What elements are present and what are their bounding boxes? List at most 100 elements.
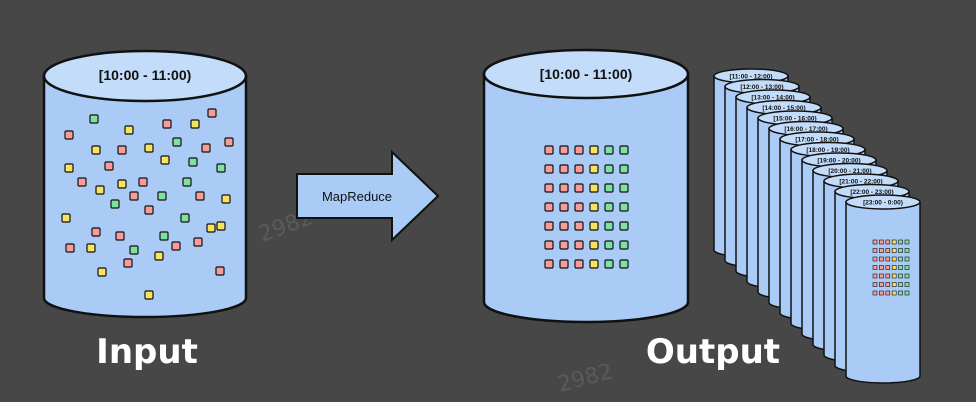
input-point <box>144 205 154 215</box>
output-grid-cell <box>619 202 629 212</box>
input-point <box>180 213 190 223</box>
output-grid-cell <box>559 145 569 155</box>
partition-grid-cell <box>898 290 903 296</box>
input-point <box>104 161 114 171</box>
output-grid-cell <box>574 183 584 193</box>
partition-cylinder-label: [11:00 - 12:00) <box>730 74 773 81</box>
input-point <box>91 145 101 155</box>
mapreduce-label: MapReduce <box>322 189 392 204</box>
partition-grid-cell <box>904 265 910 270</box>
partition-grid-cell <box>872 256 878 262</box>
input-point <box>224 137 234 147</box>
output-grid-cell <box>619 240 629 250</box>
partition-grid-cell <box>891 256 897 262</box>
output-grid-cell <box>559 202 569 212</box>
output-grid-cell <box>574 202 584 212</box>
output-grid-cell <box>559 221 569 231</box>
output-cylinder-top <box>482 48 690 100</box>
partition-grid-cell <box>879 282 884 287</box>
input-point <box>144 143 154 153</box>
output-grid-cell <box>589 164 599 174</box>
input-point <box>157 191 167 201</box>
output-grid-cell <box>619 221 629 231</box>
partition-grid-cell <box>898 239 903 245</box>
partition-cylinder-label: [18:00 - 19:00) <box>806 147 849 154</box>
input-scatter-points <box>61 108 234 300</box>
partition-grid-cell <box>872 273 878 279</box>
partition-grid-cell <box>872 265 878 270</box>
output-cylinder-label: [10:00 - 11:00) <box>540 66 633 82</box>
input-point <box>89 114 99 124</box>
input-cylinder-top <box>42 49 248 103</box>
partition-grid-cell <box>891 282 897 287</box>
partition-grid <box>872 239 910 296</box>
output-grid-cell <box>574 259 584 269</box>
partition-cylinder-label: [23:00 - 0:00) <box>863 200 903 207</box>
input-point <box>216 163 226 173</box>
output-grid-cell <box>544 145 554 155</box>
output-grid-cell <box>589 259 599 269</box>
partition-cylinder-label: [12:00 - 13:00) <box>740 84 783 91</box>
output-grid-cell <box>544 259 554 269</box>
partition-cylinder-label: [17:00 - 18:00) <box>795 137 838 144</box>
input-point <box>86 243 96 253</box>
input-point <box>154 251 164 261</box>
output-grid-cell <box>544 221 554 231</box>
partition-grid-cell <box>891 273 897 279</box>
input-point <box>221 194 231 204</box>
partition-grid-cell <box>904 290 910 296</box>
partition-cylinder-label: [20:00 - 21:00) <box>828 168 871 175</box>
input-cylinder-label: [10:00 - 11:00) <box>99 67 192 83</box>
partition-grid-cell <box>885 282 891 287</box>
output-grid-cell <box>619 259 629 269</box>
partition-grid-cell <box>891 290 897 296</box>
watermark-2: 2982 <box>555 359 616 398</box>
output-grid-cell <box>589 240 599 250</box>
output-grid-cell <box>574 221 584 231</box>
partition-grid-cell <box>879 248 884 253</box>
mapreduce-arrow: MapReduce <box>296 149 440 243</box>
partition-grid-cell <box>872 239 878 245</box>
partition-grid-cell <box>879 273 884 279</box>
input-point <box>129 191 139 201</box>
output-grid-cell <box>619 183 629 193</box>
output-main-cylinder: [10:00 - 11:00) <box>482 48 690 324</box>
partition-cylinder-label: [15:00 - 16:00) <box>773 116 816 123</box>
input-point <box>144 290 154 300</box>
output-grid-cell <box>619 145 629 155</box>
partition-grid-cell <box>891 248 897 253</box>
output-cylinder-body <box>482 72 690 324</box>
partition-grid-cell <box>885 256 891 262</box>
partition-grid-cell <box>879 290 884 296</box>
output-grid-cell <box>604 183 614 193</box>
input-point <box>117 145 127 155</box>
partition-grid-cell <box>904 282 910 287</box>
partition-grid-cell <box>872 282 878 287</box>
partition-cylinder-label: [16:00 - 17:00) <box>784 126 827 133</box>
output-grid-cell <box>604 164 614 174</box>
partition-grid-cell <box>879 239 884 245</box>
input-cylinder: [10:00 - 11:00) <box>42 49 248 319</box>
input-point <box>124 125 134 135</box>
partition-grid-cell <box>885 273 891 279</box>
input-point <box>91 227 101 237</box>
input-point <box>110 199 120 209</box>
partition-grid-cell <box>898 248 903 253</box>
output-partition-stack: [11:00 - 12:00)[12:00 - 13:00)[13:00 - 1… <box>713 68 921 384</box>
output-grid-cell <box>589 183 599 193</box>
output-sorted-grid <box>544 145 629 269</box>
input-point <box>117 179 127 189</box>
input-point <box>95 185 105 195</box>
partition-cylinder-label: [21:00 - 22:00) <box>839 179 882 186</box>
input-point <box>193 237 203 247</box>
input-point <box>97 267 107 277</box>
input-point <box>61 213 71 223</box>
partition-cylinder-label: [22:00 - 23:00) <box>850 189 893 196</box>
input-point <box>129 245 139 255</box>
output-grid-cell <box>604 202 614 212</box>
output-grid-cell <box>559 240 569 250</box>
input-point <box>201 143 211 153</box>
input-point <box>115 231 125 241</box>
input-point <box>64 163 74 173</box>
partition-grid-cell <box>904 273 910 279</box>
